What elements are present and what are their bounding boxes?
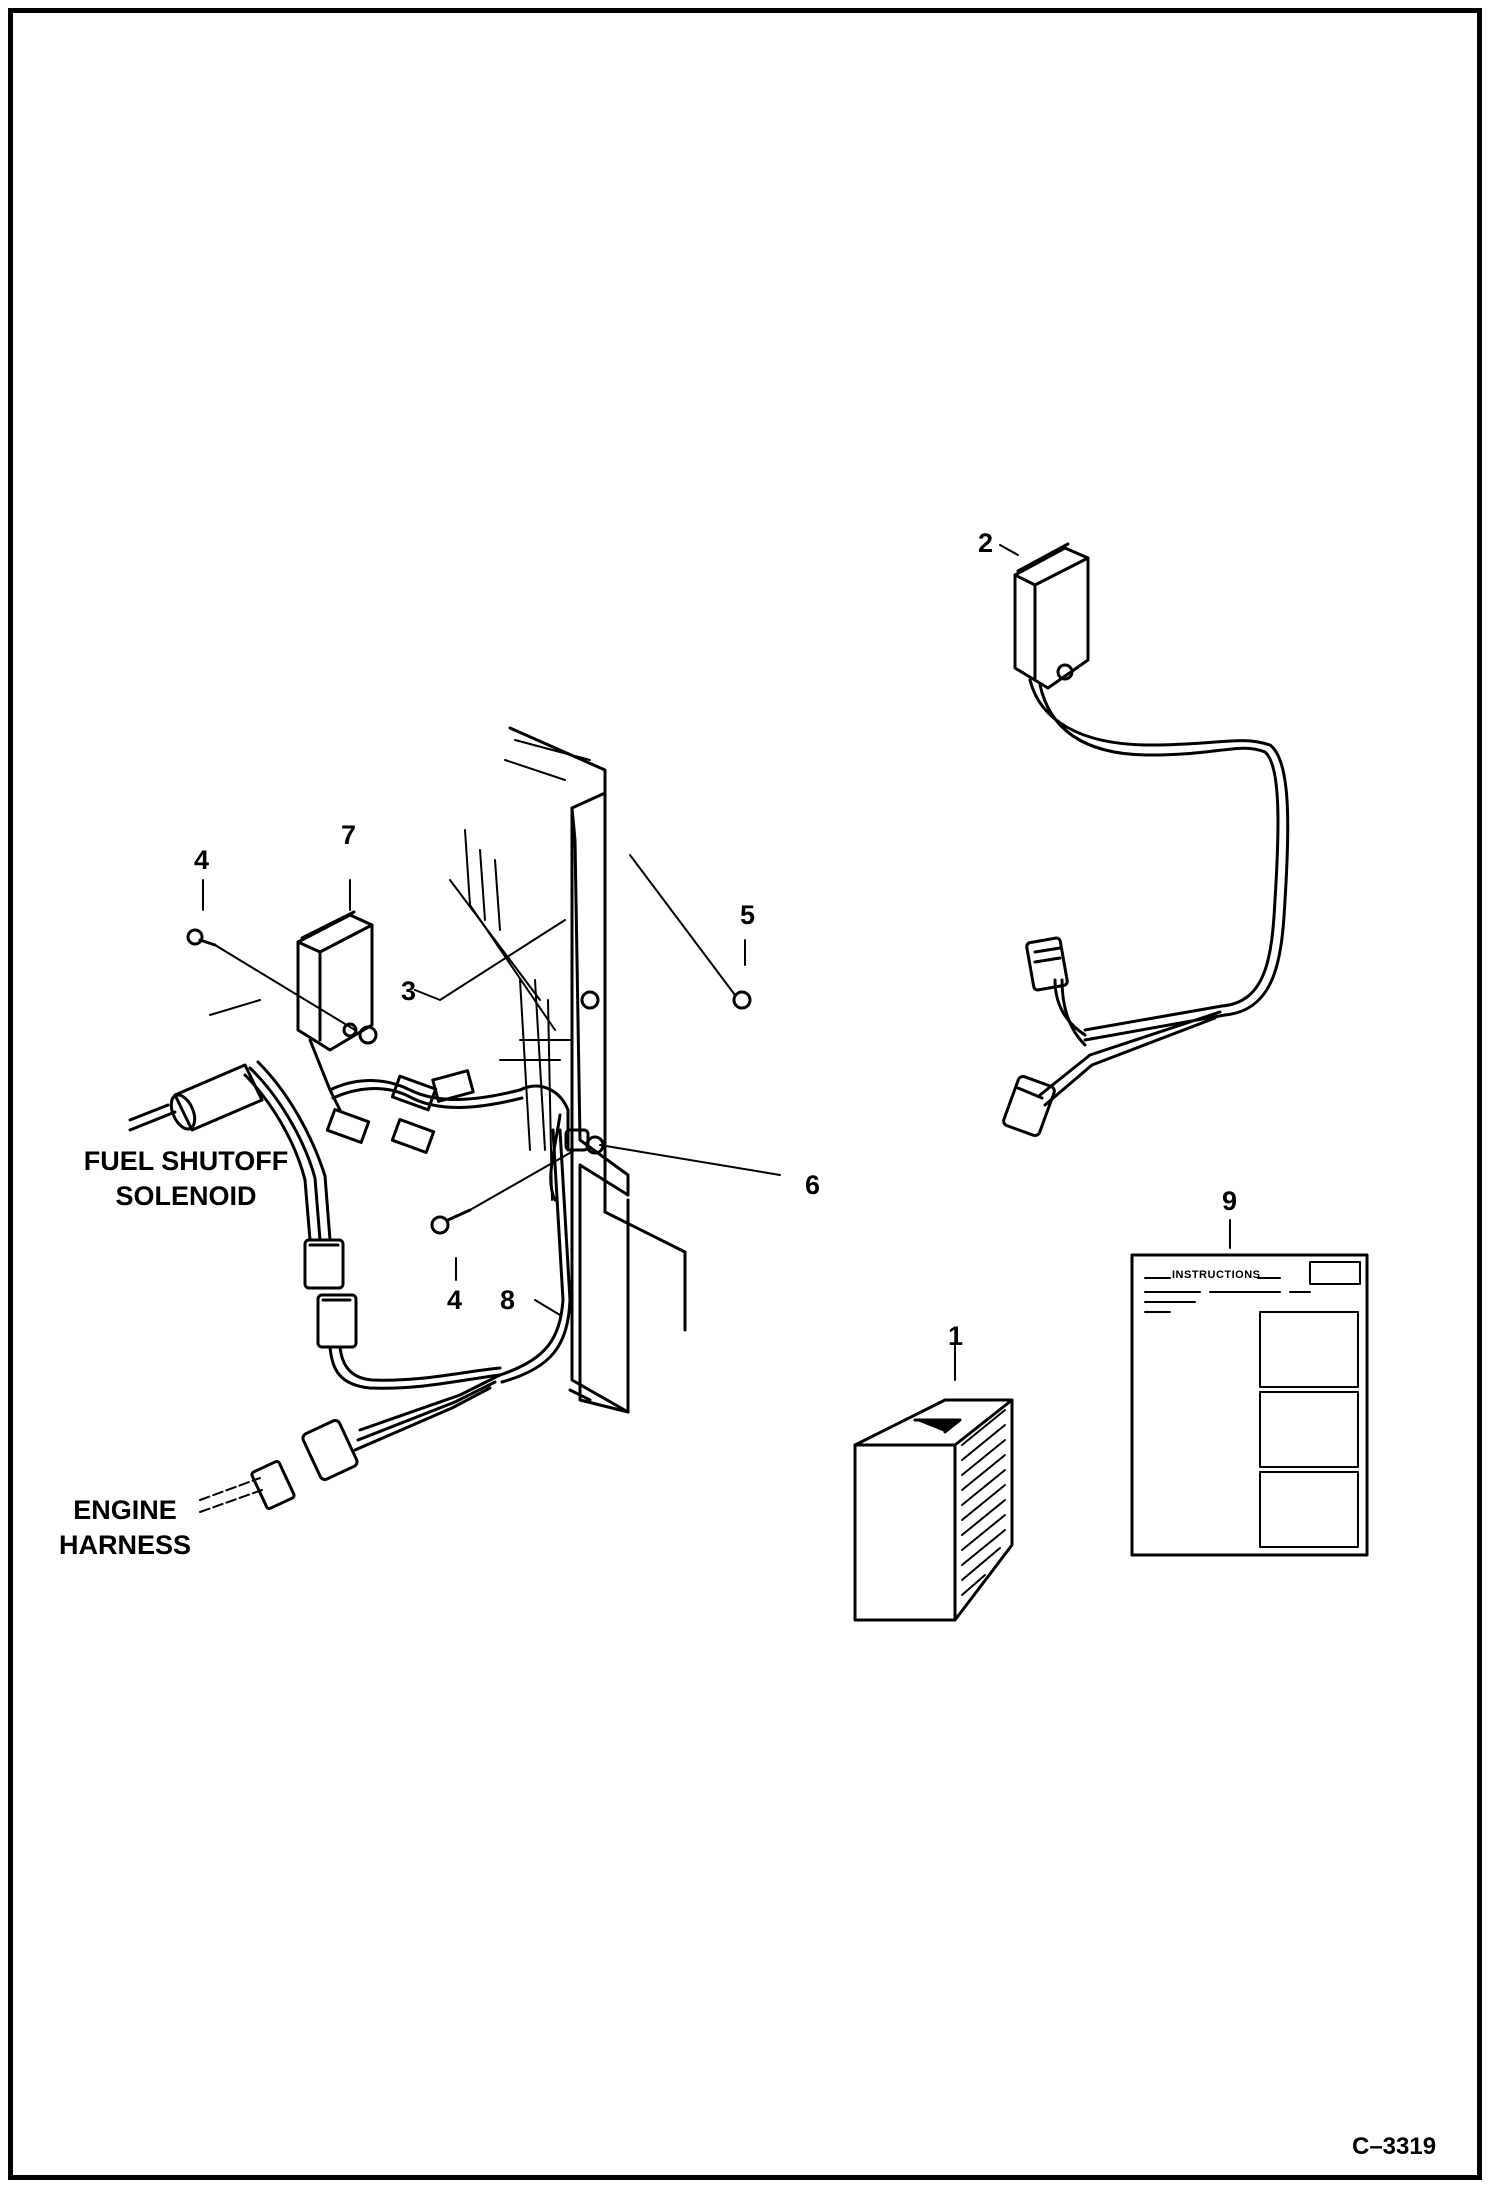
fuel-shutoff-solenoid <box>128 999 345 1290</box>
relay-item-2 <box>1002 542 1290 1138</box>
solenoid-caption: SOLENOID <box>115 1181 257 1211</box>
callout-4-top: 4 <box>194 845 210 875</box>
mounting-panel <box>449 726 687 1414</box>
drawing-code: C–3319 <box>1352 2133 1437 2160</box>
callout-1: 1 <box>948 1321 964 1351</box>
harness-item-8 <box>199 1293 502 1513</box>
callout-4-bottom: 4 <box>447 1285 463 1315</box>
callout-7: 7 <box>341 820 357 850</box>
callout-2: 2 <box>978 528 994 558</box>
leader-lines <box>202 544 1231 1381</box>
fuel-shutoff-caption: FUEL SHUTOFF <box>83 1146 289 1176</box>
harness-caption: HARNESS <box>58 1530 192 1560</box>
callout-8: 8 <box>500 1285 516 1315</box>
instruction-sheet-title: INSTRUCTIONS <box>1172 1269 1261 1281</box>
instruction-sheet-item-9 <box>1130 1253 1369 1557</box>
page-border <box>8 8 1482 2180</box>
panel-harness <box>325 990 605 1384</box>
callout-5: 5 <box>740 900 756 930</box>
callout-9: 9 <box>1222 1186 1238 1216</box>
fasteners <box>186 928 752 1235</box>
callout-3: 3 <box>401 976 417 1006</box>
box-item-1 <box>853 1398 1014 1622</box>
engine-caption: ENGINE <box>73 1495 177 1525</box>
relay-item-7 <box>296 910 374 1112</box>
callout-6: 6 <box>805 1170 821 1200</box>
